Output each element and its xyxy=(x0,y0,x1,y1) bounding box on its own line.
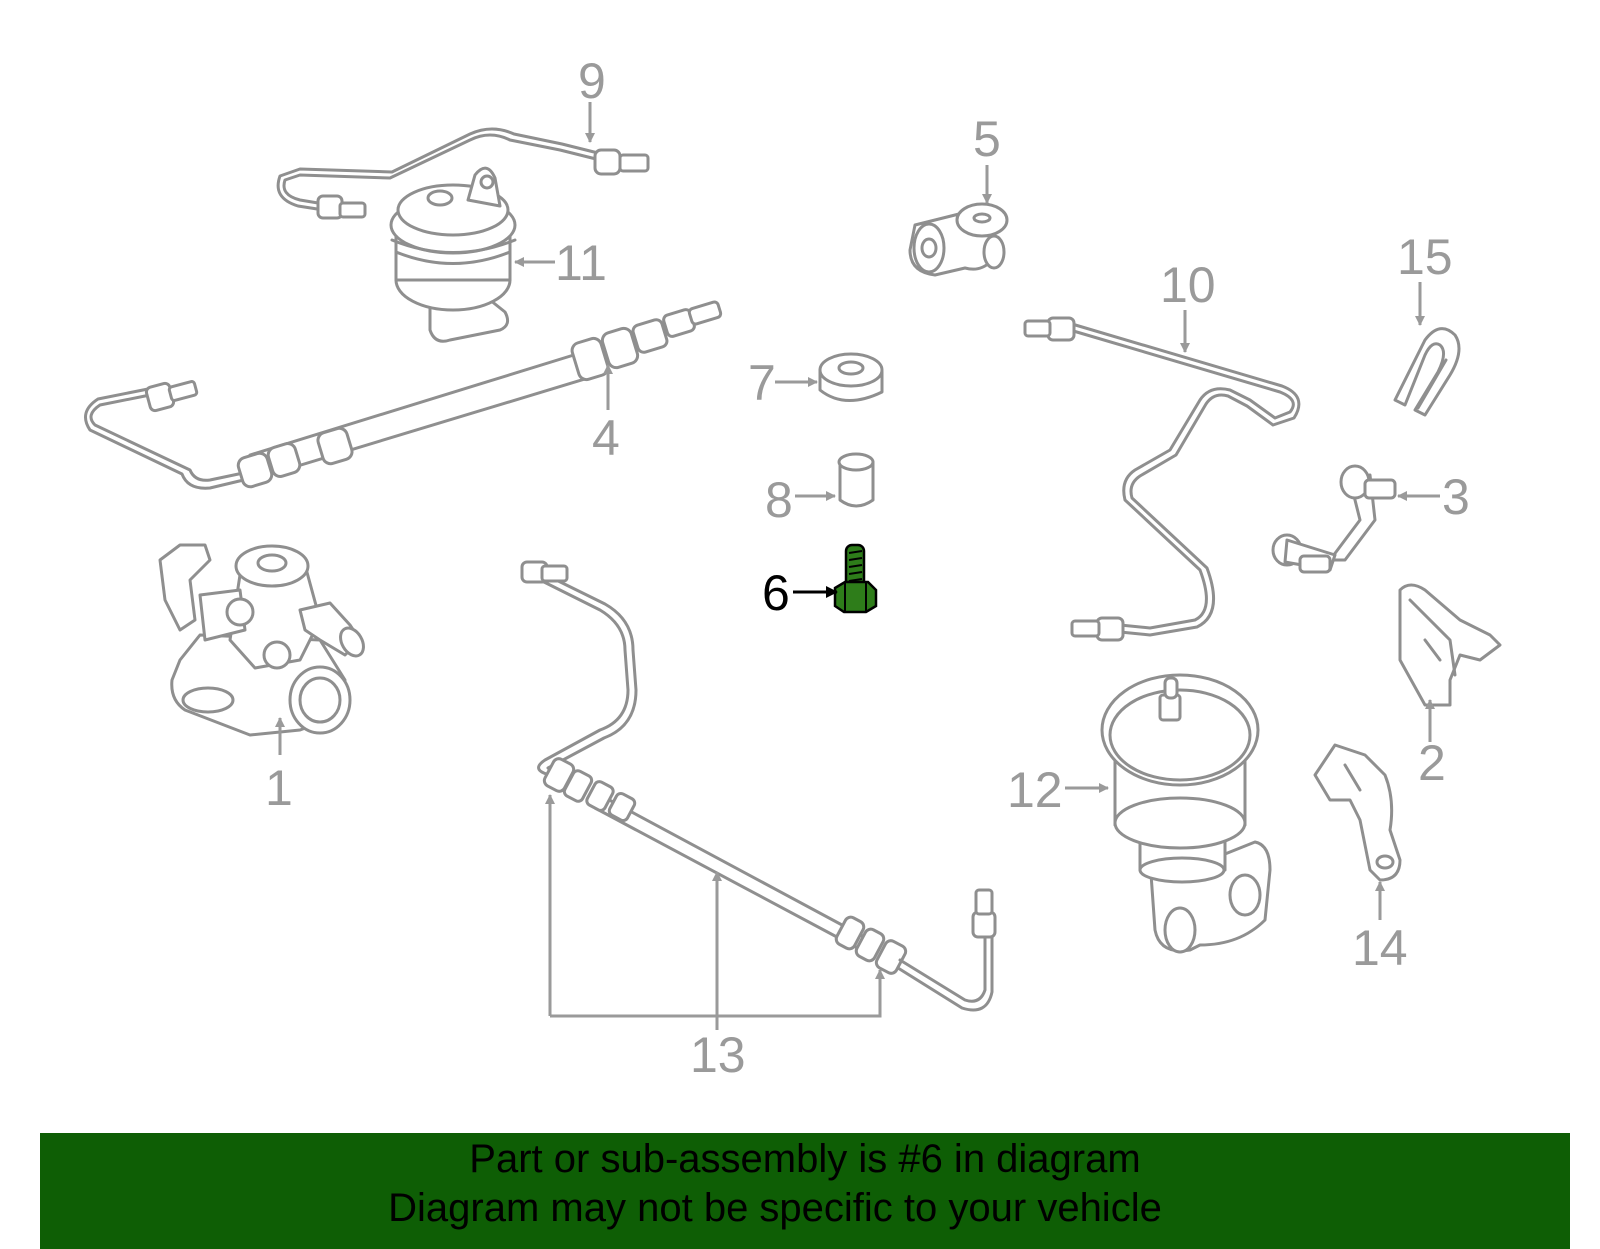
part-12-accumulator[interactable] xyxy=(1100,673,1272,954)
callout-15: 15 xyxy=(1397,229,1453,285)
part-6-bolt[interactable] xyxy=(833,543,878,614)
callout-12: 12 xyxy=(1007,762,1063,818)
part-3-link[interactable] xyxy=(1271,464,1397,574)
callout-6: 6 xyxy=(762,565,790,621)
callout-5: 5 xyxy=(973,111,1001,167)
part-10-line[interactable] xyxy=(1023,316,1301,642)
callout-13: 13 xyxy=(690,1027,746,1083)
leader-lines xyxy=(275,102,1440,1030)
banner-line-disclaimer: Diagram may not be specific to your vehi… xyxy=(388,1186,1162,1230)
part-4-hose[interactable] xyxy=(84,300,723,490)
part-1-valve[interactable] xyxy=(158,543,368,737)
info-banner: Part or sub-assembly is #6 in diagram Di… xyxy=(40,1133,1570,1249)
callout-1: 1 xyxy=(265,760,293,816)
callout-8: 8 xyxy=(765,472,793,528)
callout-14: 14 xyxy=(1352,920,1408,976)
part-14-bracket[interactable] xyxy=(1313,743,1402,882)
part-15-clip[interactable] xyxy=(1393,327,1461,417)
banner-line-part: Part or sub-assembly is #6 in diagram xyxy=(469,1137,1141,1181)
part-5-tee[interactable] xyxy=(908,202,1009,277)
part-13-line[interactable] xyxy=(520,560,997,1012)
callout-10: 10 xyxy=(1160,257,1216,313)
part-2-bracket[interactable] xyxy=(1398,583,1502,707)
callout-11: 11 xyxy=(555,235,607,291)
part-7-grommet[interactable] xyxy=(818,352,884,402)
callout-3: 3 xyxy=(1442,469,1470,525)
callout-7: 7 xyxy=(748,355,776,411)
callout-2: 2 xyxy=(1418,735,1446,791)
callout-4: 4 xyxy=(592,410,620,466)
callout-9: 9 xyxy=(578,53,606,109)
part-8-bushing[interactable] xyxy=(837,452,875,508)
part-11-accumulator[interactable] xyxy=(389,166,517,343)
part-9-line[interactable] xyxy=(276,127,650,220)
callout-labels: 9 11 4 1 5 7 8 6 10 15 3 2 12 14 13 xyxy=(265,53,1470,1083)
